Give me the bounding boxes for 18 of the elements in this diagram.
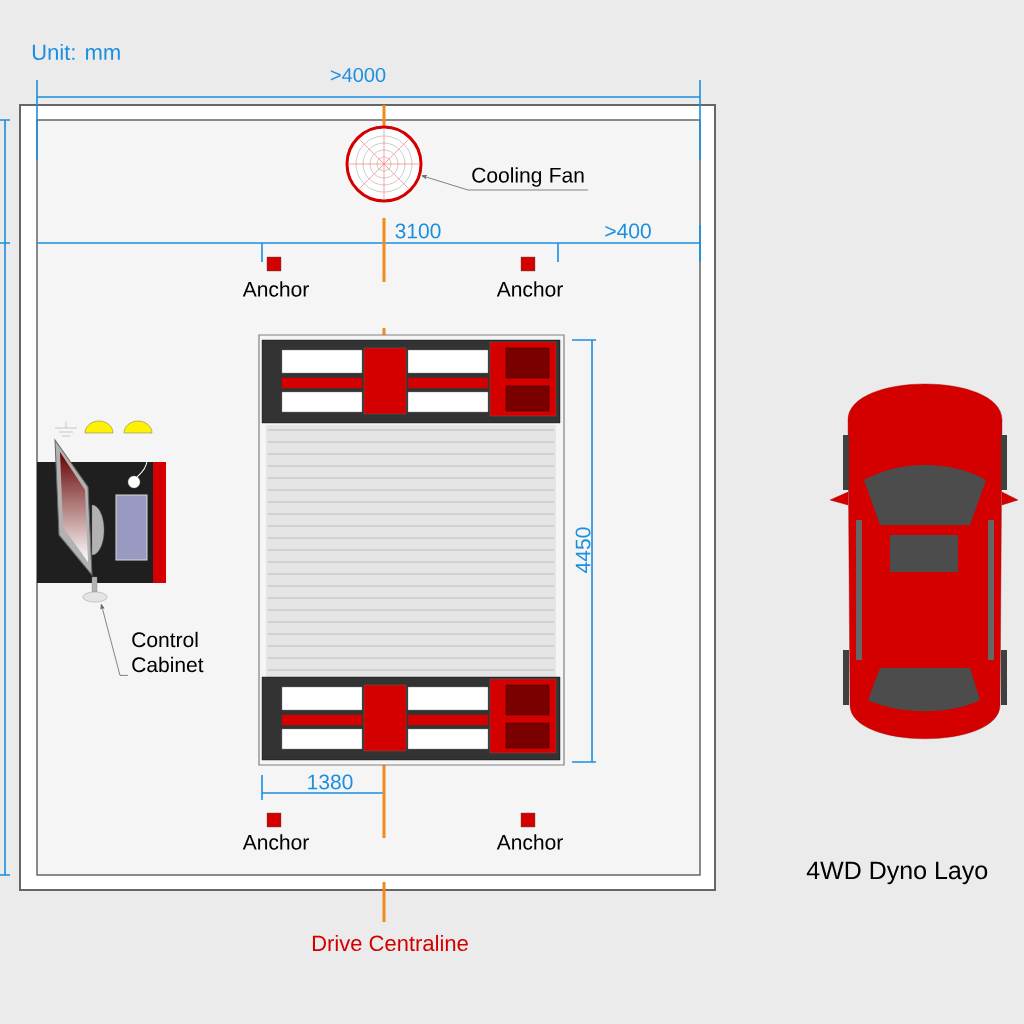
dimension-label: 4450: [575, 527, 591, 573]
dimension-label: >4000: [330, 67, 386, 83]
centerline-label: Drive Centraline: [312, 934, 468, 952]
dimension-label: >400: [605, 223, 651, 239]
callout-label: Control Cabinet: [132, 631, 204, 673]
callout-label: Cooling Fan: [472, 167, 584, 187]
title: 4WD Dyno Layo: [806, 861, 988, 885]
leader-line: [100, 603, 129, 676]
leader-line: [421, 175, 589, 191]
anchor-label: Anchor: [242, 281, 309, 297]
unit-note: Unit: mm: [32, 43, 120, 61]
dimension-label: 1380: [308, 774, 353, 790]
control-cabinet-drawing: [37, 420, 166, 603]
dimension-label: 3100: [395, 223, 441, 239]
anchor-label: Anchor: [242, 834, 309, 850]
anchor-label: Anchor: [496, 281, 563, 297]
anchor-label: Anchor: [496, 834, 563, 850]
fan-drawing: [345, 125, 423, 203]
